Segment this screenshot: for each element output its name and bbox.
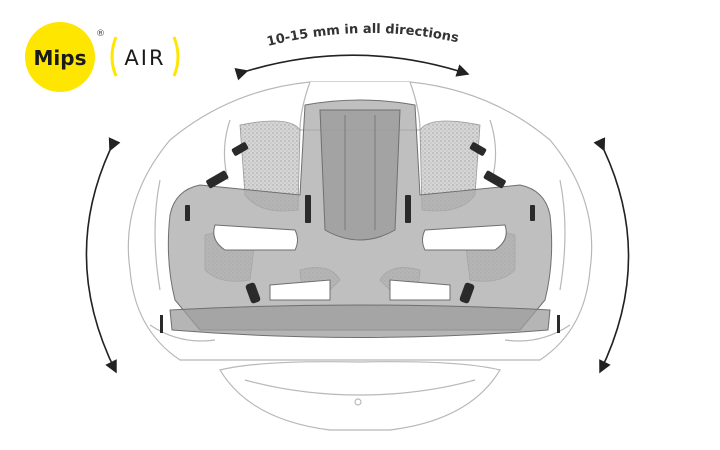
right-rotation-arrow xyxy=(593,137,630,374)
liner-clips xyxy=(160,142,560,333)
bracket-right xyxy=(172,36,180,77)
mips-liner xyxy=(167,99,553,338)
bracket-left xyxy=(110,36,118,77)
movement-label: 10-15 mm in all directions xyxy=(265,22,460,50)
registered-mark: ® xyxy=(96,29,105,39)
top-rotation-arrow xyxy=(234,54,470,81)
air-product-text: AIR xyxy=(124,46,165,70)
mips-logo-circle xyxy=(25,22,95,92)
mips-brand-text: Mips xyxy=(34,46,87,70)
left-rotation-arrow xyxy=(85,137,121,374)
mips-logo: Mips ® AIR xyxy=(25,22,180,92)
movement-label-text: 10-15 mm in all directions xyxy=(265,22,460,50)
